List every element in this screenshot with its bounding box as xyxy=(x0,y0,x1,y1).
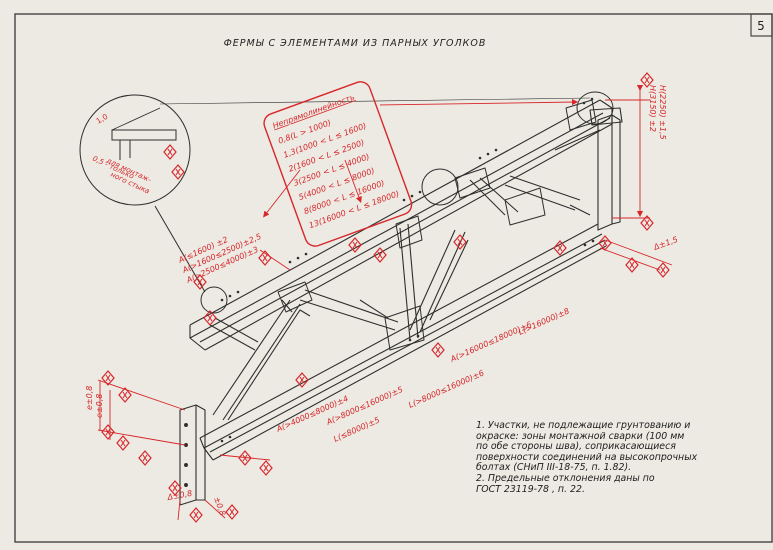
end-right-tol: Δ±1,5 xyxy=(652,235,679,252)
web-members xyxy=(209,129,601,421)
height-tol-2: H(3150) ±2 xyxy=(648,85,657,132)
bottom-mid-tol-3: L(>8000≤16000)±6 xyxy=(407,368,485,409)
gusset-plates xyxy=(277,99,597,351)
callout-leaders xyxy=(263,98,579,218)
note-line-6: 2. Предельные отклонения даны по xyxy=(476,472,655,484)
sheet-title: ФЕРМЫ С ЭЛЕМЕНТАМИ ИЗ ПАРНЫХ УГОЛКОВ xyxy=(224,38,487,49)
callout-box xyxy=(263,81,413,247)
left-vert-tol-1: e±0,8 xyxy=(85,386,94,410)
sheet-frame xyxy=(14,13,773,543)
note-line-2: окраске: зоны монтажной сварки (100 мм xyxy=(476,430,685,442)
detail-inset: 1,0 0,5 - только для монтаж- ного стыка xyxy=(91,107,185,196)
right-end-post xyxy=(589,107,623,231)
note-line-4: поверхности соединений на высокопрочных xyxy=(476,451,698,463)
bottom-chord-holes xyxy=(220,239,595,443)
top-chord xyxy=(189,99,613,351)
truss xyxy=(179,97,623,506)
bottom-chord xyxy=(199,223,607,461)
note-line-3: по обе стороны шва), соприкасающиеся xyxy=(476,441,676,453)
left-end-post xyxy=(179,404,206,506)
detail-circles xyxy=(79,91,614,314)
page-number-box xyxy=(750,13,773,37)
left-vert-tol-2: e±0,8 xyxy=(95,394,104,418)
page-number: 5 xyxy=(757,19,765,33)
detail-dim-1-0: 1,0 xyxy=(95,112,110,126)
top-chord-holes xyxy=(220,97,594,302)
general-notes: 1. Участки, не подлежащие грунтованию и … xyxy=(476,420,773,495)
height-tol-1: H(2250) ±1,5 xyxy=(658,85,667,140)
note-line-1: 1. Участки, не подлежащие грунтованию и xyxy=(476,420,691,431)
note-line-5: болтах (СНиП III-18-75, п. 1.82). xyxy=(476,462,632,474)
note-line-7: ГОСТ 23119-78 , п. 22. xyxy=(476,483,585,495)
